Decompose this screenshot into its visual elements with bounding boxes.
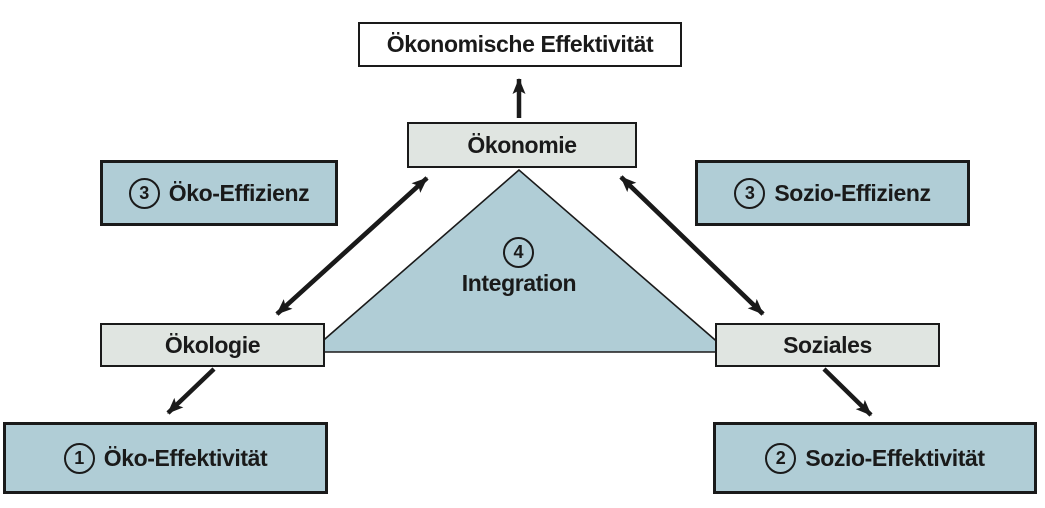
eco-effectiveness-badge: 1 [63,442,95,474]
socio-effectiveness-box: 2 Sozio-Effektivität [713,422,1037,494]
socio-effectiveness-badge: 2 [765,442,797,474]
arrow-social-to-socio-effectiveness [822,367,873,417]
integration-badge: 4 [503,237,534,268]
eco-effectiveness-label: Öko-Effektivität [103,444,268,471]
arrow-social-to-economy [619,175,765,316]
social-label: Soziales [783,331,872,358]
ecology-box: Ökologie [100,323,325,367]
socio-efficiency-badge: 3 [734,177,766,209]
socio-efficiency-box: 3 Sozio-Effizienz [695,160,970,226]
ecology-label: Ökologie [164,331,261,358]
economic-effectiveness-label: Ökonomische Effektivität [386,31,654,57]
eco-effectiveness-box: 1 Öko-Effektivität [3,422,328,494]
arrow-ecology-to-eco-effectiveness [166,367,216,415]
eco-efficiency-badge: 3 [128,177,160,209]
arrow-economy-to-ecology [275,176,429,316]
socio-efficiency-label: Sozio-Effizienz [774,179,931,206]
economic-effectiveness-box: Ökonomische Effektivität [358,22,682,67]
eco-efficiency-label: Öko-Effizienz [168,179,310,206]
economy-label: Ökonomie [467,131,577,158]
economy-box: Ökonomie [407,122,637,168]
integration-label: Integration [461,270,577,296]
eco-efficiency-box: 3 Öko-Effizienz [100,160,338,226]
social-box: Soziales [715,323,940,367]
socio-effectiveness-label: Sozio-Effektivität [805,444,985,471]
